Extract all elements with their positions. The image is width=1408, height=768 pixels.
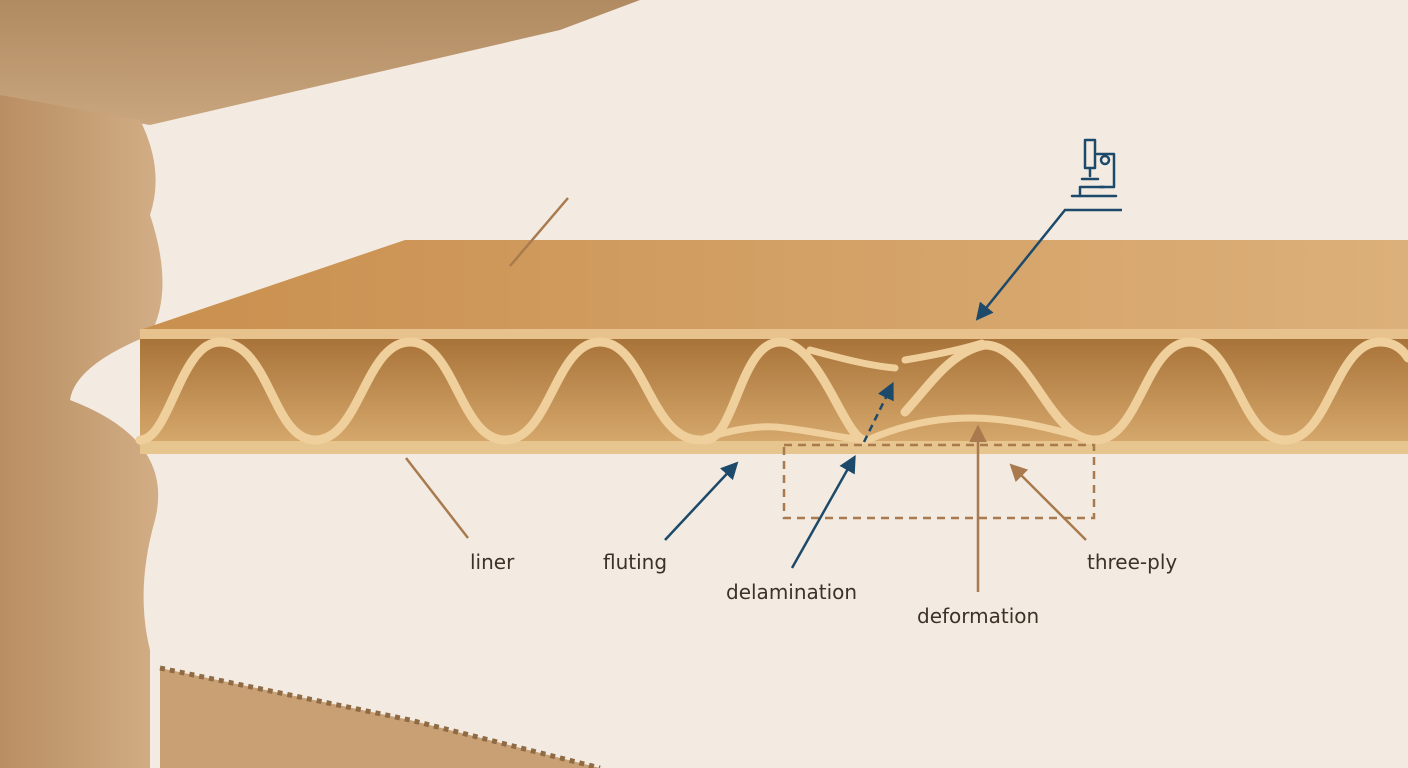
- fluting-wave-right: [1090, 337, 1408, 445]
- liner-label: liner: [470, 550, 515, 574]
- fluting-wave-damaged-2: [900, 340, 1100, 445]
- liner-leader-line: [405, 457, 469, 539]
- top-liner-leader-line: [509, 197, 569, 267]
- bottom-liner: [140, 441, 1408, 454]
- three-ply-arrow: [1009, 463, 1087, 541]
- corrugated-board: [135, 240, 1408, 454]
- fluting-label: fluting: [603, 550, 668, 574]
- three-ply-label: three-ply: [1087, 550, 1178, 574]
- fluting-arrow: [664, 461, 739, 541]
- deformed-inner-liner: [696, 414, 1099, 444]
- microscope-icon: [1070, 138, 1118, 198]
- background-box: [0, 0, 640, 768]
- top-liner: [140, 240, 1408, 330]
- fluting-wave-damaged-1: [700, 337, 870, 445]
- delaminated-strip-2: [901, 339, 986, 364]
- delamination-arrow: [790, 454, 856, 569]
- damage-zone-box: [782, 443, 1096, 520]
- box-left-wall: [0, 95, 163, 768]
- delamination-dashed-arrow: [862, 381, 894, 443]
- delamination-label: delamination: [726, 580, 858, 604]
- fluting-wave-left: [135, 337, 705, 445]
- delaminated-strip-1: [806, 346, 899, 372]
- inspection-arrow: [975, 208, 1122, 321]
- top-liner-edge: [140, 329, 1408, 339]
- box-top-flap: [0, 0, 640, 125]
- deformation-label: deformation: [917, 604, 1040, 628]
